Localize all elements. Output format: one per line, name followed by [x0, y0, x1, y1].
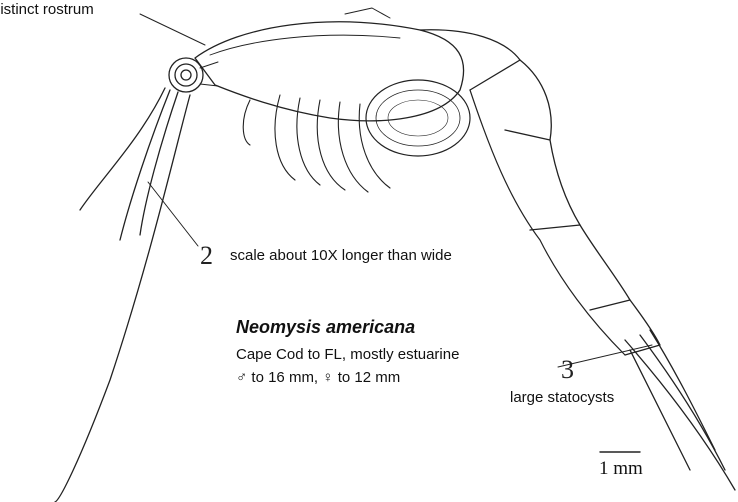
rostrum-pointer [140, 14, 205, 45]
thoracic-legs [243, 95, 390, 192]
abdomen [420, 30, 660, 355]
species-range: Cape Cod to FL, mostly estuarine [236, 346, 459, 363]
species-name: Neomysis americana [236, 317, 415, 338]
scale-bar-label: 1 mm [599, 458, 643, 480]
antennae [55, 88, 190, 502]
brood-pouch [366, 80, 470, 156]
rostrum-label: distinct rostrum [0, 1, 94, 18]
callout-2-label: scale about 10X longer than wide [230, 247, 452, 264]
compound-eye [169, 58, 218, 92]
species-sizes: ♂ to 16 mm, ♀ to 12 mm [236, 369, 400, 386]
callout-2-number: 2 [200, 241, 213, 271]
callout-3-number: 3 [561, 355, 574, 385]
callout-3-label: large statocysts [510, 389, 614, 406]
callout-2-pointer [148, 182, 198, 246]
carapace [195, 22, 464, 121]
